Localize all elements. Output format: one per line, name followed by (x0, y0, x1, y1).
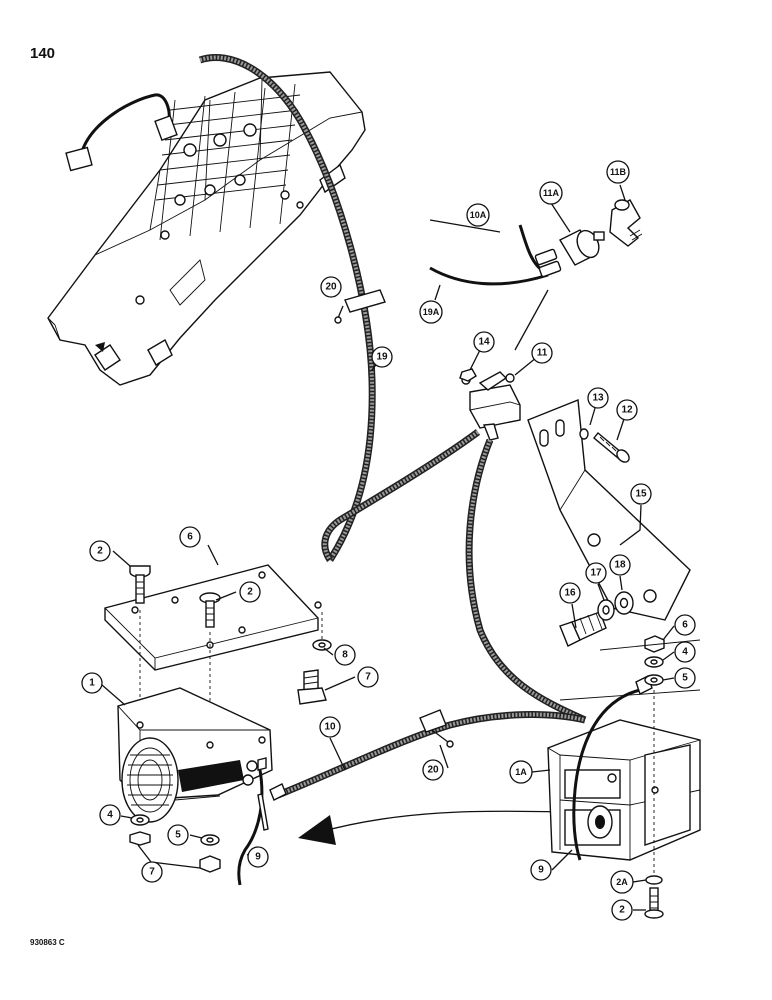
nut-5-c (644, 635, 665, 653)
cable-strap-20 (344, 289, 386, 313)
wire-19A (429, 266, 549, 286)
callout: 14 (473, 331, 495, 353)
callout: 11A (539, 181, 563, 205)
callout-label: 2 (247, 587, 253, 598)
callout: 17 (585, 562, 607, 584)
callout-label: 7 (365, 672, 371, 683)
callout: 16 (559, 582, 581, 604)
callout: 2 (239, 581, 261, 603)
callout-label: 5 (175, 830, 181, 841)
callout-label: 14 (478, 337, 490, 348)
drawing-code: 930863 C (30, 938, 65, 947)
wire-9b (572, 688, 641, 861)
callout: 4 (674, 641, 696, 663)
callout: 2 (89, 540, 111, 562)
nut-5-b (199, 855, 221, 873)
callout: 19 (371, 346, 393, 368)
connector-plug (154, 114, 178, 142)
bolt-16 (559, 611, 607, 647)
callout-label: 2A (616, 877, 628, 887)
callout-label: 11 (537, 348, 548, 359)
callout-label: 9 (255, 852, 261, 863)
callout: 1 (81, 672, 103, 694)
callout: 10A (466, 203, 490, 227)
callout-label: 13 (592, 393, 604, 404)
callout-label: 12 (621, 405, 633, 416)
callout-label: 2 (619, 905, 625, 916)
callout: 2 (611, 899, 633, 921)
callout-label: 16 (564, 588, 576, 599)
callout: 10 (319, 716, 341, 738)
callout-label: 19A (423, 307, 440, 317)
callout-label: 20 (325, 282, 337, 293)
callout-label: 6 (682, 620, 688, 631)
callout: 6 (674, 614, 696, 636)
callout-label: 9 (538, 865, 544, 876)
callout: 5 (674, 667, 696, 689)
callout: 11B (606, 160, 630, 184)
callout: 18 (609, 554, 631, 576)
callout-label: 4 (682, 647, 688, 658)
callout: 12 (616, 399, 638, 421)
backup-alarm-1A (547, 719, 701, 861)
callout: 2A (610, 870, 634, 894)
callout: 1A (509, 760, 533, 784)
bolt-2-b (199, 592, 221, 628)
callout: 20 (422, 759, 444, 781)
callout: 7 (141, 861, 163, 883)
callout-label: 10A (470, 210, 487, 220)
callout-label: 8 (342, 650, 348, 661)
callout: 19A (419, 300, 443, 324)
callout-label: 6 (187, 532, 193, 543)
cable-10-core (277, 712, 586, 797)
harness-wire (78, 93, 171, 161)
callout: 11 (531, 342, 553, 364)
callout: 9 (530, 859, 552, 881)
backup-alarm-1 (117, 687, 273, 823)
page-number: 140 (30, 45, 56, 62)
bracket-15 (527, 399, 691, 621)
callout-label: 18 (614, 560, 626, 571)
callout-label: 20 (427, 765, 439, 776)
callout: 13 (587, 387, 609, 409)
screw-12 (593, 432, 630, 463)
relocation-arrow (319, 810, 561, 833)
callout-label: 4 (107, 810, 113, 821)
cable-19-core (199, 55, 375, 562)
loader-frame (47, 71, 366, 386)
pressure-switch-11A (559, 229, 605, 266)
callout: 4 (99, 804, 121, 826)
callout-label: 17 (590, 568, 602, 579)
nut-5-a (129, 831, 151, 846)
washer-2A (645, 875, 663, 885)
elbow-fitting-11B (609, 199, 643, 247)
callout: 9 (247, 846, 269, 868)
washer-13 (579, 428, 589, 440)
callout: 8 (334, 644, 356, 666)
callout: 7 (357, 666, 379, 688)
callout-label: 7 (149, 867, 155, 878)
callout-label: 15 (635, 489, 647, 500)
bolt-7 (297, 669, 327, 705)
callout-label: 1A (515, 767, 527, 777)
wire-9 (237, 769, 264, 886)
callout-label: 11A (543, 188, 560, 198)
connector-plug (65, 146, 93, 172)
micro-switch-11 (461, 371, 521, 441)
callout: 20 (320, 276, 342, 298)
callout-label: 5 (682, 673, 688, 684)
callout: 6 (179, 526, 201, 548)
callout: 15 (630, 483, 652, 505)
callout: 5 (167, 824, 189, 846)
callout-label: 11B (610, 167, 627, 177)
callout-label: 10 (324, 722, 336, 733)
cable-strap-20b (419, 709, 447, 733)
bolt-2-a (129, 565, 151, 604)
bolt-2-c (644, 887, 664, 919)
callout-label: 1 (89, 678, 95, 689)
callout-label: 2 (97, 546, 103, 557)
nut-14 (459, 368, 477, 382)
callout-label: 19 (376, 352, 388, 363)
